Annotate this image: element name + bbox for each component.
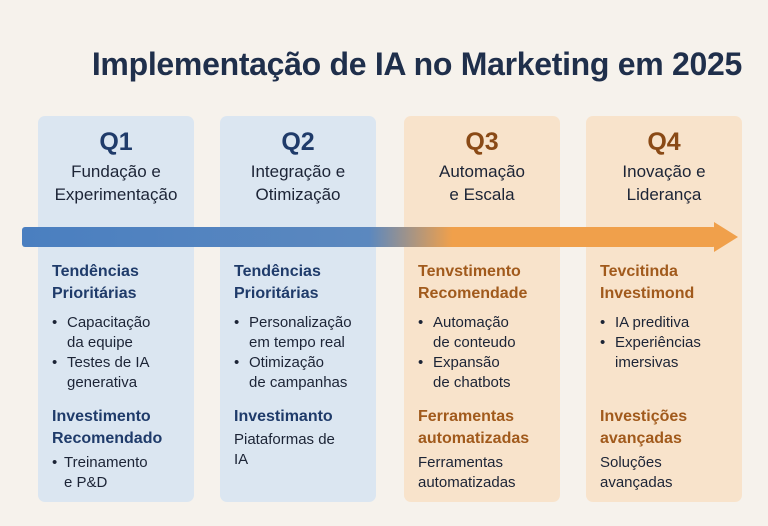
bullet-line: Treinamento [64,454,148,471]
subtitle-line: Fundação e [71,162,161,181]
heading-line: Recomendado [52,430,163,447]
bullet-line: Otimização [249,354,325,371]
heading-line: Ferramentas [418,408,515,425]
heading-line: Tendências [234,263,321,280]
quarter-subtitle: Inovação e Liderança [586,160,742,206]
bullet-list: IA preditiva Experiências imersivas [600,313,740,373]
quarter-label: Q1 [99,128,133,156]
list-item: Otimização de campanhas [234,353,374,393]
quarter-card-q1: Q1 Fundação e Experimentação Tendências … [38,116,194,502]
list-item: Expansão de chatbots [418,353,558,393]
section-text: Piataformas de IA [234,430,372,470]
quarter-subtitle: Fundação e Experimentação [38,160,194,206]
heading-line: Tendências [52,263,139,280]
quarter-subtitle: Automação e Escala [404,160,560,206]
bullet-list: Personalização em tempo real Otimização … [234,313,374,393]
bullet-line: imersivas [615,354,679,371]
list-item: Automação de conteudo [418,313,558,353]
bullet-line: IA preditiva [615,314,690,331]
heading-line: Tevcitinda [600,263,678,280]
bullet-line: da equipe [67,334,133,351]
bullet-line: de chatbots [433,374,511,391]
subtitle-line: Inovação e [622,162,706,181]
bullet-line: de conteudo [433,334,516,351]
quarter-label: Q4 [647,128,681,156]
quarter-card-q4: Q4 Inovação e Liderança Tevcitinda Inves… [586,116,742,502]
timeline-arrow [22,222,738,252]
subtitle-line: e Escala [449,185,515,204]
timeline-arrow-shaft [22,227,716,247]
quarter-label: Q2 [281,128,315,156]
section-heading: Tendências Prioritárias [234,261,372,305]
bullet-line: generativa [67,374,138,391]
subtitle-line: Automação [439,162,525,181]
list-item: Personalização em tempo real [234,313,374,353]
bullet-line: de campanhas [249,374,348,391]
heading-line: avançadas [600,430,682,447]
bullet-line: Testes de IA [67,354,150,371]
section-text: Ferramentas automatizadas [418,453,556,493]
text-line: IA [234,451,249,468]
bullet-line: em tempo real [249,334,345,351]
heading-line: Recomendade [418,285,528,302]
heading-line: automatizadas [418,430,530,447]
text-line: automatizadas [418,474,516,491]
quarter-card-q3: Q3 Automação e Escala Tenvstimento Recom… [404,116,560,502]
section-heading: Ferramentas automatizadas [418,406,556,450]
heading-line: Prioritárias [52,285,137,302]
subtitle-line: Integração e [250,162,346,181]
bullet-list: Treinamento e P&D [52,453,192,493]
bullet-line: Personalização [249,314,352,331]
text-line: Piataformas de [234,431,335,448]
text-line: Ferramentas [418,454,504,471]
heading-line: Tenvstimento [418,263,521,280]
heading-line: Investimanto [234,408,333,425]
quarter-label: Q3 [465,128,499,156]
list-item: Experiências imersivas [600,333,740,373]
subtitle-line: Experimentação [54,185,178,204]
text-line: Soluções [600,454,662,471]
heading-line: Investições [600,408,688,425]
bullet-line: e P&D [64,474,108,491]
bullet-line: Capacitação [67,314,151,331]
list-item: Capacitação da equipe [52,313,192,353]
subtitle-line: Liderança [626,185,702,204]
list-item: Testes de IA generativa [52,353,192,393]
subtitle-line: Otimização [255,185,341,204]
heading-line: Prioritárias [234,285,319,302]
bullet-line: Expansão [433,354,500,371]
bullet-list: Automação de conteudo Expansão de chatbo… [418,313,558,393]
bullet-list: Capacitação da equipe Testes de IA gener… [52,313,192,393]
list-item: Treinamento e P&D [52,453,192,493]
bullet-line: Automação [433,314,509,331]
quarter-card-q2: Q2 Integração e Otimização Tendências Pr… [220,116,376,502]
section-heading: Tendências Prioritárias [52,261,190,305]
section-heading: Investimanto [234,406,372,428]
bullet-line: Experiências [615,334,701,351]
heading-line: Investimond [600,285,695,302]
quarter-subtitle: Integração e Otimização [220,160,376,206]
section-heading: Investimento Recomendado [52,406,190,450]
page-title: Implementação de IA no Marketing em 2025 [91,46,742,82]
section-heading: Investições avançadas [600,406,738,450]
timeline-arrow-head [714,222,738,252]
section-heading: Tevcitinda Investimond [600,261,738,305]
heading-line: Investimento [52,408,151,425]
text-line: avançadas [600,474,673,491]
list-item: IA preditiva [600,313,740,333]
section-heading: Tenvstimento Recomendade [418,261,556,305]
section-text: Soluções avançadas [600,453,738,493]
